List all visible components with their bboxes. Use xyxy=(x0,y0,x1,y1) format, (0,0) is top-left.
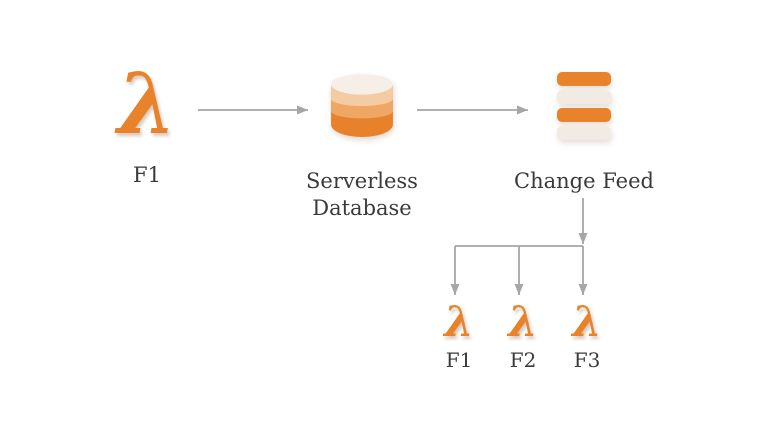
lambda-icon: λ xyxy=(118,56,177,152)
lambda-icon: λ xyxy=(444,299,473,345)
database-cylinder-icon xyxy=(331,58,393,154)
node-label-change-feed: Change Feed xyxy=(514,169,654,193)
node-label-consumer-f1: F1 xyxy=(445,348,473,372)
feed-row-icon xyxy=(557,90,611,104)
lambda-glyph: λ xyxy=(444,297,474,346)
lambda-glyph: λ xyxy=(117,54,177,153)
node-consumer-f1: λ F1 xyxy=(427,299,491,373)
node-change-feed: Change Feed xyxy=(514,58,654,195)
lambda-icon: λ xyxy=(508,299,537,345)
node-serverless-database: Serverless Database xyxy=(306,58,418,223)
stacked-feed-rows-icon xyxy=(557,58,611,154)
node-source-function: λ F1 xyxy=(92,56,202,189)
lambda-glyph: λ xyxy=(508,297,538,346)
node-label-consumer-f3: F3 xyxy=(573,348,601,372)
feed-row-icon xyxy=(557,126,611,140)
lambda-glyph: λ xyxy=(572,297,602,346)
node-label-consumer-f2: F2 xyxy=(509,348,537,372)
feed-row-icon xyxy=(557,108,611,122)
node-label-database: Serverless Database xyxy=(306,169,418,221)
node-label-source: F1 xyxy=(133,163,161,187)
lambda-icon: λ xyxy=(572,299,601,345)
node-consumer-f2: λ F2 xyxy=(491,299,555,373)
feed-row-icon xyxy=(557,72,611,86)
node-consumer-f3: λ F3 xyxy=(555,299,619,373)
